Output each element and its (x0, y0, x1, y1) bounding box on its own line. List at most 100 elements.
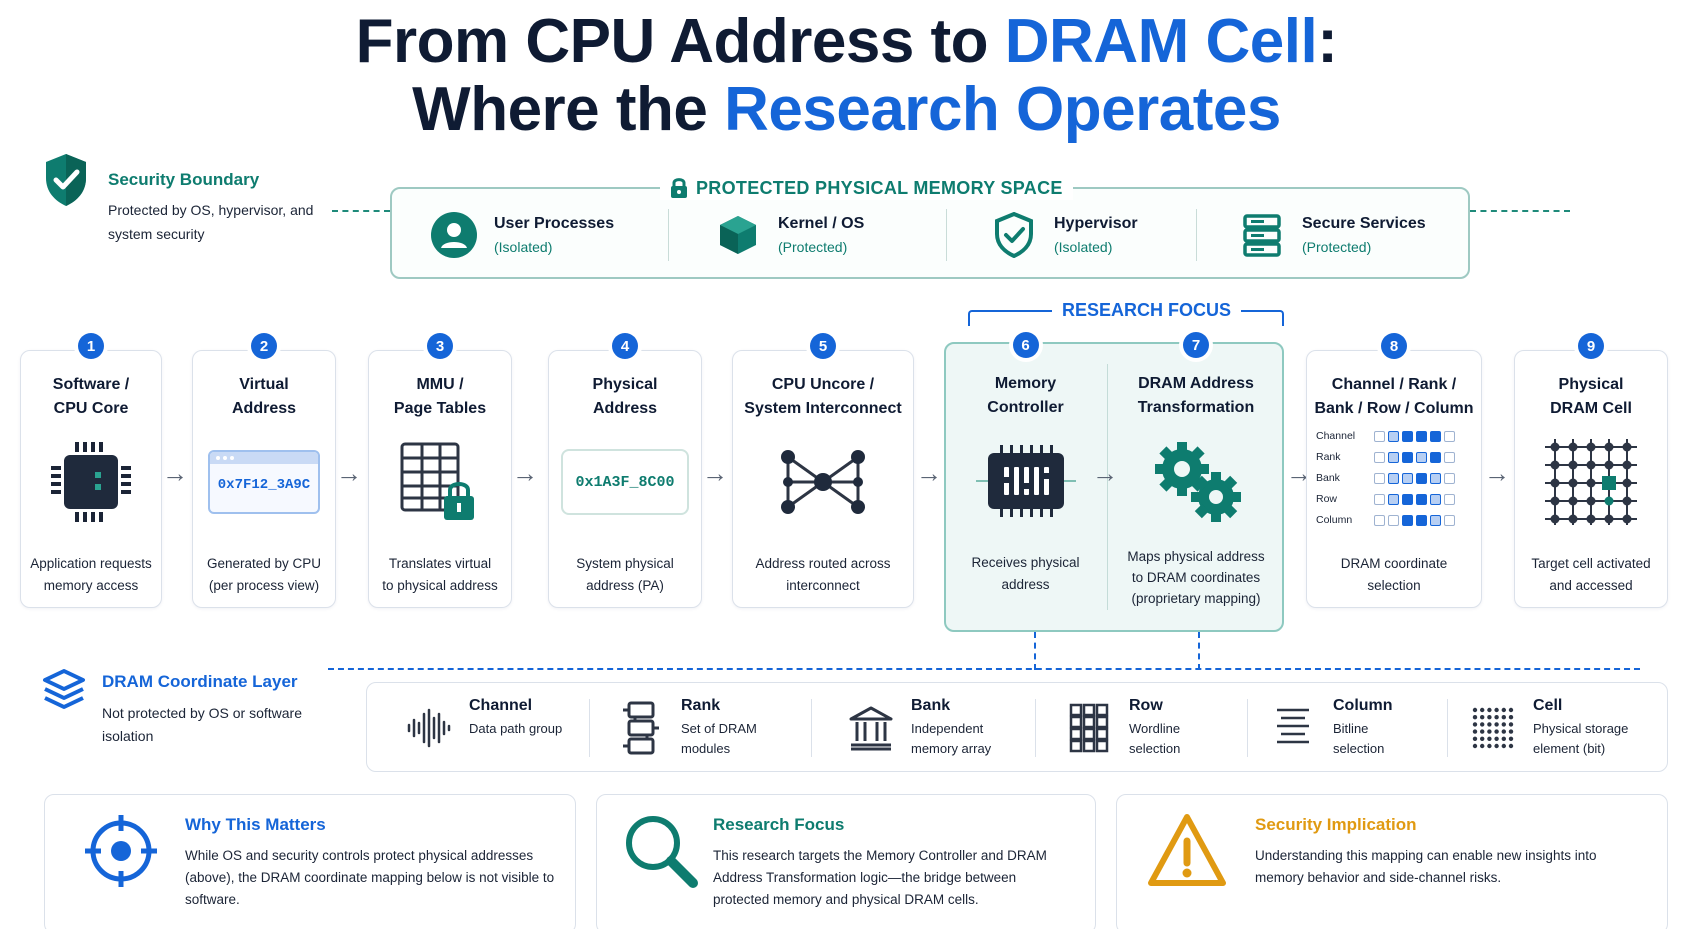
ppms-item-status: (Isolated) (1054, 239, 1113, 255)
step-description: Translates virtual to physical address (382, 556, 498, 593)
ppms-item-status: (Isolated) (494, 239, 553, 255)
title-part: Where the (412, 75, 725, 144)
coordinate-cell (1430, 493, 1441, 505)
coordinate-item-name: Cell (1533, 697, 1563, 714)
research-focus-label: RESEARCH FOCUS (1052, 300, 1242, 321)
ppms-item-name: User Processes (494, 215, 615, 232)
dot (1494, 729, 1499, 734)
coordinate-row-label: Rank (1316, 451, 1341, 463)
magnifier-icon (626, 816, 698, 888)
coordinate-row-label: Column (1316, 514, 1353, 526)
ppms-item-name: Secure Services (1302, 215, 1426, 232)
dot (1472, 736, 1478, 741)
step-title: CPU Uncore / System Interconnect (744, 376, 902, 417)
coordinate-item-desc: Independent memory array (911, 721, 992, 756)
step-number-badge: 2 (251, 333, 277, 359)
dot (1494, 722, 1499, 727)
dot-grid-icon (1465, 695, 1521, 761)
coordinate-cell (1388, 451, 1399, 463)
dot (1487, 736, 1492, 741)
coordinate-cell (1402, 472, 1413, 484)
step-description: Address routed across interconnect (755, 556, 891, 593)
coordinate-cell (1416, 430, 1427, 442)
research-connector-line (1034, 632, 1036, 670)
dot (1508, 707, 1514, 713)
coordinate-item-desc: Set of DRAM modules (681, 721, 757, 756)
dot (1480, 722, 1485, 727)
dot (1487, 743, 1492, 749)
divider (811, 699, 812, 757)
dot (1508, 743, 1514, 749)
lock-icon (671, 178, 687, 198)
dot (1508, 722, 1514, 727)
coordinate-cell (1388, 514, 1399, 526)
dot (1472, 743, 1478, 749)
dot (1472, 729, 1478, 734)
coordinate-cell (1402, 514, 1413, 526)
cpu-chip-icon (21, 437, 161, 527)
step-7-dram-address-transformation: 7 DRAM Address Transformation (1108, 332, 1284, 608)
flow-arrow-icon: → (1484, 458, 1510, 488)
dram-cell (1622, 442, 1632, 452)
coordinate-row-label: Bank (1316, 472, 1340, 484)
table-lock-icon (369, 437, 511, 527)
divider (1107, 364, 1108, 610)
step-title: Physical Address (592, 376, 658, 417)
card-title: Security Implication (1255, 815, 1417, 834)
coordinate-cell (1402, 430, 1413, 442)
dot (1472, 715, 1478, 720)
dot (1480, 707, 1485, 713)
dram-cell (1604, 496, 1614, 506)
step-8-channel-rank-bank-row-column: 8 Channel / Rank / Bank / Row / Column C… (1306, 333, 1482, 608)
user-icon (428, 209, 480, 261)
coordinate-cell (1430, 430, 1441, 442)
dram-cell (1550, 478, 1560, 488)
divider (1247, 699, 1248, 757)
dram-cell (1550, 460, 1560, 470)
coordinate-cell (1430, 514, 1441, 526)
coordinate-cell (1374, 430, 1385, 442)
dot (1487, 722, 1492, 727)
security-boundary-text: Protected by OS, hypervisor, and system … (108, 202, 314, 242)
layers-icon (43, 669, 85, 709)
gears-icon (1108, 436, 1284, 526)
dram-cell (1604, 514, 1614, 524)
dot (1487, 715, 1492, 720)
dot (1480, 729, 1485, 734)
coordinate-cell (1374, 514, 1385, 526)
memory-controller-chip-icon (944, 436, 1107, 526)
ppms-item-secure-services: Secure Services(Protected) (1236, 209, 1426, 261)
coordinate-item-desc: Bitline selection (1333, 721, 1385, 756)
title-highlight: Research Operates (724, 75, 1281, 144)
coordinate-cell (1374, 451, 1385, 463)
network-hub-icon (733, 437, 913, 527)
step-description: System physical address (PA) (576, 556, 674, 593)
server-icon (1236, 209, 1288, 261)
dram-cell (1550, 514, 1560, 524)
row-grid-icon (1061, 695, 1117, 761)
step-3-mmu-page-tables: 3 MMU / Page Tables Translates virtual t… (368, 333, 512, 608)
coordinate-cell (1444, 514, 1455, 526)
bank-icon (843, 695, 899, 761)
coordinate-item-name: Rank (681, 697, 721, 714)
dot (1480, 715, 1485, 720)
ppms-item-name: Kernel / OS (778, 215, 865, 232)
coordinate-cell (1416, 451, 1427, 463)
divider (1447, 699, 1448, 757)
dram-cell (1604, 442, 1614, 452)
dram-cell (1550, 442, 1560, 452)
dram-cell (1586, 478, 1596, 488)
dot (1494, 736, 1499, 741)
coordinate-cell (1416, 514, 1427, 526)
step-title: Software / CPU Core (52, 376, 130, 417)
coordinate-cell (1444, 472, 1455, 484)
step-number-badge: 1 (78, 333, 104, 359)
step-number-badge: 6 (1012, 332, 1039, 358)
card-text: This research targets the Memory Control… (713, 848, 1047, 907)
